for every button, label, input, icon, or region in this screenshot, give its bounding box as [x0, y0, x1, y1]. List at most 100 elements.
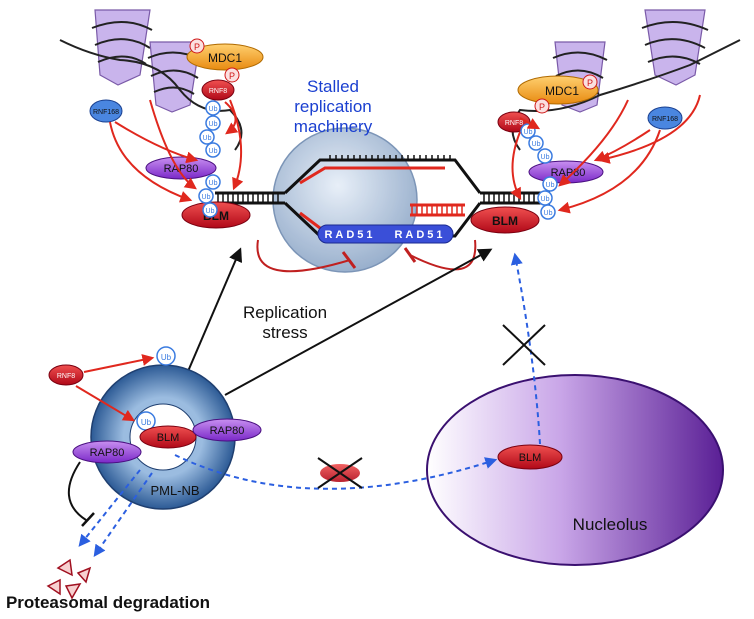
- phospho-right-2-label: P: [539, 102, 545, 112]
- nucleolus: [426, 374, 724, 566]
- rap80-pml-right-label: RAP80: [210, 425, 245, 437]
- ub-label: Ub: [532, 141, 541, 148]
- mdc1-right: [517, 75, 599, 105]
- ub-icon: [205, 142, 221, 158]
- proteasomal-degradation-label: Proteasomal degradation: [6, 593, 210, 612]
- ub-label: Ub: [546, 182, 555, 189]
- replication-stress-line2: stress: [262, 323, 307, 342]
- nucleosome-right-outer: [641, 9, 709, 86]
- replication-stress-line1: Replication: [243, 303, 327, 322]
- blm-pml: [139, 425, 197, 449]
- ub-icon: [542, 176, 558, 192]
- block-x-mark: [502, 324, 546, 366]
- rnf8-pml-label: RNF8: [57, 373, 75, 380]
- stalled-label-line2: replication: [294, 97, 372, 116]
- inhibit-left-bar: [341, 251, 357, 269]
- rap80-left-top-label: RAP80: [164, 163, 199, 175]
- blocked-protein-marker: [317, 457, 363, 489]
- stress-arrow-right: [224, 248, 493, 396]
- ub-icon: [198, 188, 214, 204]
- ub-icon: [528, 135, 544, 151]
- nucleolus-label: Nucleolus: [573, 515, 648, 534]
- ub-pml-top: [156, 346, 176, 366]
- rap80-inhibit-bar: [81, 512, 95, 527]
- stalled-label-line1: Stalled: [307, 77, 359, 96]
- rap80-pml-left-label: RAP80: [90, 447, 125, 459]
- rap80-inhibits-degradation: [67, 461, 87, 521]
- inhibit-right: [409, 239, 477, 271]
- ub-label: Ub: [209, 148, 218, 155]
- stress-arrow-left: [179, 247, 243, 391]
- mdc1-left: [186, 43, 264, 71]
- pml-nb-label: PML-NB: [150, 483, 199, 498]
- ub-icon: [205, 100, 221, 116]
- phospho-right-1: [582, 74, 598, 90]
- red-arrows-right: [510, 94, 701, 214]
- chromatin-fiber-left: [59, 39, 243, 151]
- pml-to-nucleolus-dashed: [174, 454, 498, 490]
- ub-icon: [205, 174, 221, 190]
- rap80-pml-right: [192, 418, 262, 442]
- dna-rungs: [217, 155, 545, 215]
- blm-nucleolus-label: BLM: [519, 452, 542, 464]
- phospho-left-2: [224, 67, 240, 83]
- ub-pml-top-label: Ub: [161, 353, 172, 362]
- rad51-filament: [317, 224, 454, 244]
- rnf8-to-ub-arrow: [83, 354, 155, 373]
- rad51-left-label: RAD51: [324, 229, 375, 241]
- ub-label: Ub: [541, 196, 550, 203]
- ub-icon: [202, 202, 218, 218]
- stalled-label-line3: machinery: [294, 117, 373, 136]
- rnf168-right: [647, 106, 683, 130]
- rap80-pml-left: [72, 440, 142, 464]
- ub-label: Ub: [206, 208, 215, 215]
- rnf168-right-label: RNF168: [652, 116, 678, 123]
- rnf8-to-blm-arrow: [75, 385, 136, 422]
- rnf8-right-label: RNF8: [505, 120, 523, 127]
- blm-right-top-label: BLM: [492, 214, 518, 228]
- ub-label: Ub: [203, 135, 212, 142]
- phospho-right-2: [534, 98, 550, 114]
- rad51-right-label: RAD51: [394, 229, 445, 241]
- pml-to-degradation-dashed-1: [78, 469, 141, 547]
- blm-right-top: [470, 206, 540, 234]
- pml-to-degradation-dashed-2: [93, 472, 153, 557]
- red-arrows-left: [109, 99, 244, 203]
- rnf168-left: [89, 99, 123, 123]
- ub-label: Ub: [544, 210, 553, 217]
- rnf8-pml: [48, 364, 84, 386]
- ub-icon: [199, 129, 215, 145]
- rap80-left-top: [145, 156, 217, 180]
- inhibit-left: [256, 239, 351, 273]
- blm-nucleolus: [497, 444, 563, 470]
- ub-label: Ub: [202, 194, 211, 201]
- mdc1-right-label: MDC1: [545, 84, 579, 98]
- protein-fragments: [46, 558, 92, 600]
- stalled-replication-bubble: [272, 127, 418, 273]
- nucleolus-to-fork-dashed: [510, 252, 541, 445]
- ub-label: Ub: [209, 106, 218, 113]
- ub-icon: [537, 148, 553, 164]
- ub-icon: [205, 115, 221, 131]
- nucleosome-left-outer: [91, 9, 153, 86]
- mdc1-left-label: MDC1: [208, 51, 242, 65]
- ub-pml-blm-label: Ub: [141, 418, 152, 427]
- rnf8-left: [201, 79, 235, 101]
- rnf168-left-label: RNF168: [93, 109, 119, 116]
- ub-label: Ub: [541, 154, 550, 161]
- rnf8-left-label: RNF8: [209, 88, 227, 95]
- ub-label: Ub: [209, 121, 218, 128]
- blm-left-top: [181, 201, 251, 229]
- ub-label: Ub: [524, 129, 533, 136]
- phospho-right-1-label: P: [587, 78, 593, 88]
- phospho-left-1-label: P: [194, 42, 200, 52]
- phospho-left-2-label: P: [229, 71, 235, 81]
- ub-label: Ub: [209, 180, 218, 187]
- ub-icon: [540, 204, 556, 220]
- phospho-left-1: [189, 38, 205, 54]
- blm-pml-label: BLM: [157, 432, 180, 444]
